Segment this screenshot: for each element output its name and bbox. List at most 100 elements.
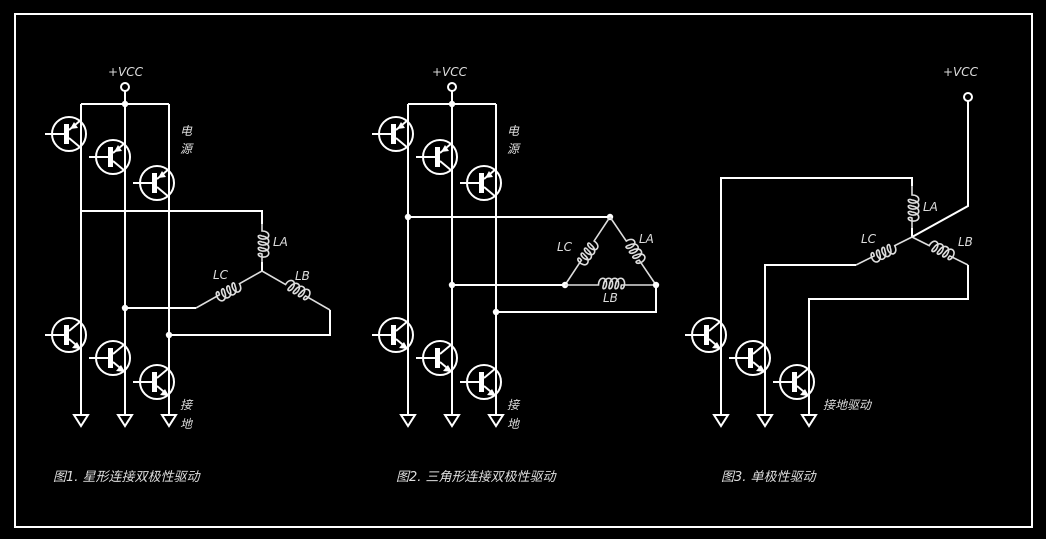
figure-3-unipolar: +VCC LA LC LB 接地驱动 图3. 单极性驱动 <box>685 65 979 485</box>
wire <box>81 210 263 224</box>
transistor-collector <box>112 343 126 355</box>
frame-border <box>14 13 1033 528</box>
arrow-icon <box>114 145 122 152</box>
arrow-icon <box>399 342 408 349</box>
ground-icon <box>443 414 461 428</box>
power-label-1: 电 <box>180 124 193 138</box>
junction-dot <box>165 331 173 339</box>
power-label-2: 源 <box>507 142 521 156</box>
vcc-label: +VCC <box>432 65 468 79</box>
coil-inductor <box>257 224 270 262</box>
coil-winding <box>907 186 920 228</box>
wire <box>496 285 657 313</box>
junction-dot <box>448 281 456 289</box>
ground-label-2: 地 <box>180 417 194 431</box>
coil-winding <box>261 270 331 311</box>
transistor-collector <box>156 367 170 379</box>
vcc-terminal <box>447 82 457 92</box>
transistor-base-bar <box>152 372 157 392</box>
figure-1-star-bipolar: +VCC 电 源 接 地 LA LC LB 图1. 星形连接双极性驱动 <box>45 65 331 485</box>
coil-label-lb: LB <box>603 291 618 305</box>
arrow-icon <box>800 389 809 396</box>
arrow-icon <box>443 365 452 372</box>
coil-inductor <box>261 270 331 311</box>
arrow-icon <box>712 342 721 349</box>
power-label-2: 源 <box>180 142 194 156</box>
wire <box>911 101 969 238</box>
coil-label-la: LA <box>639 232 654 246</box>
figure-caption: 图3. 单极性驱动 <box>721 470 818 485</box>
arrow-icon <box>160 389 169 396</box>
transistor-collector <box>439 343 453 355</box>
power-label-1: 电 <box>507 124 520 138</box>
coil-winding <box>257 224 270 262</box>
transistor-base-bar <box>64 325 69 345</box>
npn-transistor <box>685 317 727 353</box>
coil-label-lb: LB <box>958 235 973 249</box>
coil-inductor <box>609 216 657 286</box>
ground-icon <box>487 414 505 428</box>
npn-transistor <box>45 317 87 353</box>
figure-2-delta-bipolar: +VCC 电 源 接 地 LA LC LB 图2. 三角形连接双极性驱动 <box>372 65 660 485</box>
transistor-base-bar <box>108 147 113 167</box>
wire <box>764 264 856 415</box>
coil-label-lc: LC <box>213 268 229 282</box>
ground-label-1: 接 <box>507 398 521 412</box>
npn-transistor <box>773 364 815 400</box>
transistor-base-bar <box>64 124 69 144</box>
pnp-transistor <box>460 165 502 201</box>
transistor-base-bar <box>792 372 797 392</box>
coil-winding <box>609 216 657 286</box>
transistor-collector <box>752 343 766 355</box>
transistor-base-bar <box>704 325 709 345</box>
pnp-transistor <box>45 116 87 152</box>
transistor-collector <box>395 320 409 332</box>
coil-winding <box>911 236 969 266</box>
coil-label-la: LA <box>923 200 938 214</box>
ground-icon <box>712 414 730 428</box>
transistor-emitter <box>156 186 170 198</box>
ground-label: 接地驱动 <box>823 398 873 412</box>
npn-transistor <box>729 340 771 376</box>
figure-caption: 图1. 星形连接双极性驱动 <box>53 470 202 485</box>
transistor-emitter <box>112 160 126 172</box>
wire <box>169 310 331 336</box>
coil-inductor <box>565 277 656 290</box>
ground-icon <box>160 414 178 428</box>
arrow-icon <box>72 342 81 349</box>
npn-transistor <box>460 364 502 400</box>
pnp-transistor <box>89 139 131 175</box>
coil-winding <box>565 277 656 290</box>
wire <box>720 177 913 415</box>
junction-dot <box>492 308 500 316</box>
pnp-transistor <box>416 139 458 175</box>
transistor-base-bar <box>108 348 113 368</box>
coil-inductor <box>195 270 263 309</box>
transistor-base-bar <box>152 173 157 193</box>
ground-label-1: 接 <box>180 398 194 412</box>
npn-transistor <box>416 340 458 376</box>
arrow-icon <box>158 171 166 178</box>
coil-label-lc: LC <box>861 232 877 246</box>
ground-icon <box>800 414 818 428</box>
transistor-emitter <box>395 137 409 149</box>
ground-icon <box>756 414 774 428</box>
npn-transistor <box>89 340 131 376</box>
arrow-icon <box>441 145 449 152</box>
npn-transistor <box>133 364 175 400</box>
coil-inductor <box>911 236 969 266</box>
coil-inductor <box>855 236 913 266</box>
ground-label-2: 地 <box>507 417 521 431</box>
transistor-emitter <box>483 186 497 198</box>
transistor-base-bar <box>391 124 396 144</box>
pnp-transistor <box>372 116 414 152</box>
transistor-base-bar <box>479 173 484 193</box>
ground-icon <box>116 414 134 428</box>
junction-dot <box>404 213 412 221</box>
arrow-icon <box>485 171 493 178</box>
coil-winding <box>855 236 913 266</box>
transistor-collector <box>68 320 82 332</box>
coil-inductor <box>907 186 920 228</box>
coil-label-lc: LC <box>557 240 573 254</box>
